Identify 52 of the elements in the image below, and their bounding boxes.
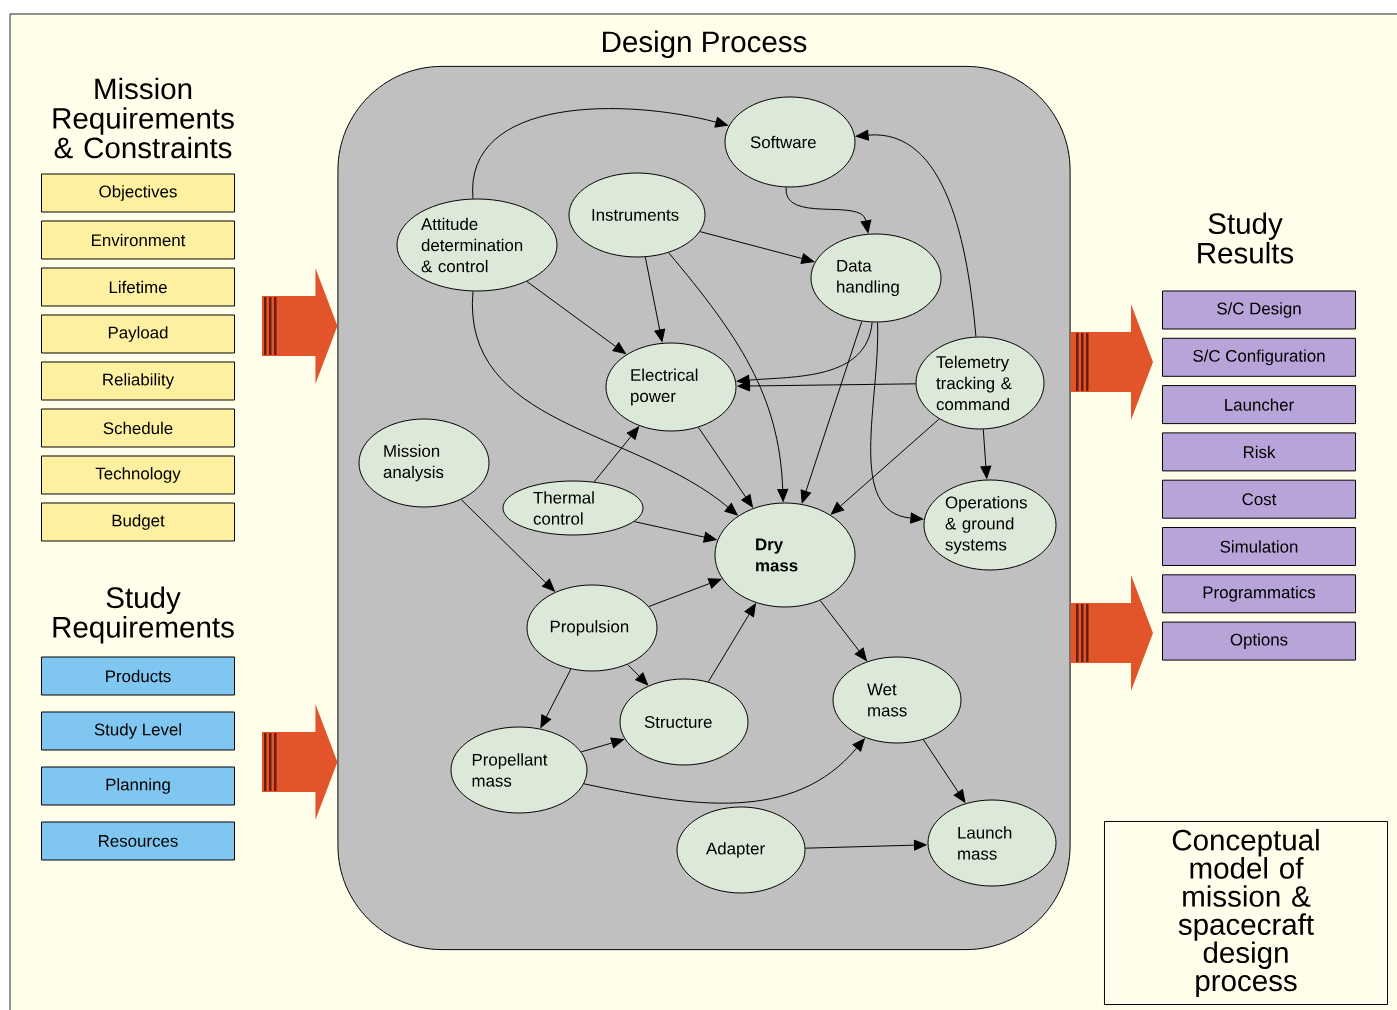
result-box: Cost — [1162, 479, 1356, 519]
result-box: Risk — [1162, 432, 1356, 472]
result-box: S/C Design — [1162, 290, 1356, 330]
arrow — [819, 600, 867, 661]
arrow — [460, 499, 555, 592]
arrow — [668, 252, 789, 502]
arrow — [472, 108, 729, 200]
arrow — [785, 186, 872, 234]
result-box: Launcher — [1162, 385, 1356, 425]
arrow — [800, 320, 863, 504]
arrow — [699, 231, 815, 264]
arrow — [980, 428, 992, 479]
node-label: Design Process — [603, 30, 807, 59]
requirement-box: Budget — [41, 502, 235, 542]
arrow — [648, 578, 722, 607]
requirement-box: Reliability — [41, 361, 235, 401]
arrow — [736, 321, 873, 386]
section-heading: Study Results — [1198, 212, 1294, 264]
requirement-box: Payload — [41, 314, 235, 354]
requirement-box: Lifetime — [41, 267, 235, 307]
title-box: Conceptual model of mission & spacecraft design process — [1104, 821, 1389, 1005]
arrow — [644, 256, 666, 343]
requirement-box: Study Level — [41, 711, 235, 751]
requirement-box: Technology — [41, 455, 235, 495]
requirement-box: Schedule — [41, 408, 235, 448]
result-box: Options — [1162, 621, 1356, 661]
requirement-box: Environment — [41, 220, 235, 260]
arrow — [922, 739, 966, 803]
arrow — [737, 380, 916, 392]
result-box: S/C Configuration — [1162, 337, 1356, 377]
arrow — [526, 281, 626, 355]
arrow — [707, 603, 756, 683]
arrow — [697, 426, 753, 508]
arrow — [540, 668, 572, 728]
arrow — [855, 129, 977, 338]
requirement-box: Planning — [41, 766, 235, 806]
requirement-box: Products — [41, 656, 235, 696]
requirement-box: Resources — [41, 821, 235, 861]
result-box: Simulation — [1162, 527, 1356, 566]
requirement-box: Objectives — [41, 173, 235, 213]
arrow — [870, 322, 924, 524]
arrow — [472, 290, 738, 516]
arrow — [804, 839, 927, 851]
arrow — [633, 521, 717, 543]
arrow — [580, 737, 624, 753]
arrow — [830, 418, 940, 515]
arrow — [627, 664, 649, 686]
section-heading: Mission Requirements & Constraints — [53, 77, 234, 159]
section-heading: Study Requirements — [53, 586, 234, 644]
arrow — [593, 426, 640, 483]
result-box: Programmatics — [1162, 574, 1356, 614]
arrow — [583, 738, 865, 804]
